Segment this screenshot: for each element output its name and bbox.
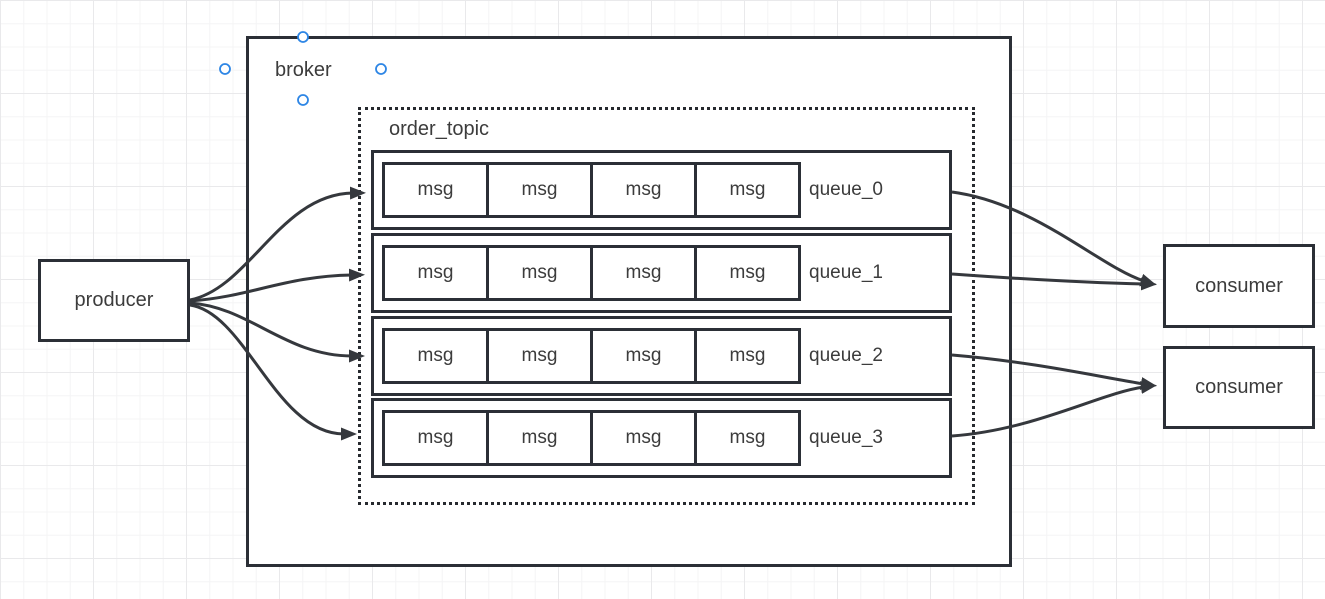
msg-cell[interactable]: msg: [590, 245, 697, 301]
queue-3-label: queue_3: [809, 427, 883, 448]
msg-cell[interactable]: msg: [694, 245, 801, 301]
queue-2-box[interactable]: msg msg msg msg queue_2: [371, 316, 952, 396]
broker-label: broker: [275, 59, 332, 81]
msg-cell[interactable]: msg: [694, 328, 801, 384]
queue-0-box[interactable]: msg msg msg msg queue_0: [371, 150, 952, 230]
msg-cell[interactable]: msg: [382, 410, 489, 466]
queue-3-box[interactable]: msg msg msg msg queue_3: [371, 398, 952, 478]
queue-1-box[interactable]: msg msg msg msg queue_1: [371, 233, 952, 313]
msg-cell[interactable]: msg: [590, 410, 697, 466]
msg-cell[interactable]: msg: [486, 328, 593, 384]
order-topic-box[interactable]: order_topic: [358, 107, 975, 505]
order-topic-label: order_topic: [389, 118, 490, 140]
msg-cell[interactable]: msg: [590, 328, 697, 384]
producer-node[interactable]: producer: [38, 259, 190, 342]
queue-0-label: queue_0: [809, 179, 883, 200]
producer-label: producer: [74, 289, 154, 311]
msg-cell[interactable]: msg: [694, 410, 801, 466]
consumer-1-label: consumer: [1195, 274, 1283, 297]
msg-cell[interactable]: msg: [486, 410, 593, 466]
connection-handle[interactable]: [219, 63, 231, 75]
queue-1-label: queue_1: [809, 262, 883, 283]
consumer-2-label: consumer: [1195, 376, 1283, 398]
msg-cell[interactable]: msg: [694, 162, 801, 218]
msg-cell[interactable]: msg: [590, 162, 697, 218]
consumer-node-2[interactable]: consumer: [1163, 346, 1315, 429]
msg-cell[interactable]: msg: [382, 162, 489, 218]
consumer-node-1[interactable]: consumer: [1163, 244, 1315, 328]
msg-cell[interactable]: msg: [382, 328, 489, 384]
msg-cell[interactable]: msg: [486, 162, 593, 218]
queue-2-label: queue_2: [809, 345, 883, 366]
msg-cell[interactable]: msg: [382, 245, 489, 301]
msg-cell[interactable]: msg: [486, 245, 593, 301]
